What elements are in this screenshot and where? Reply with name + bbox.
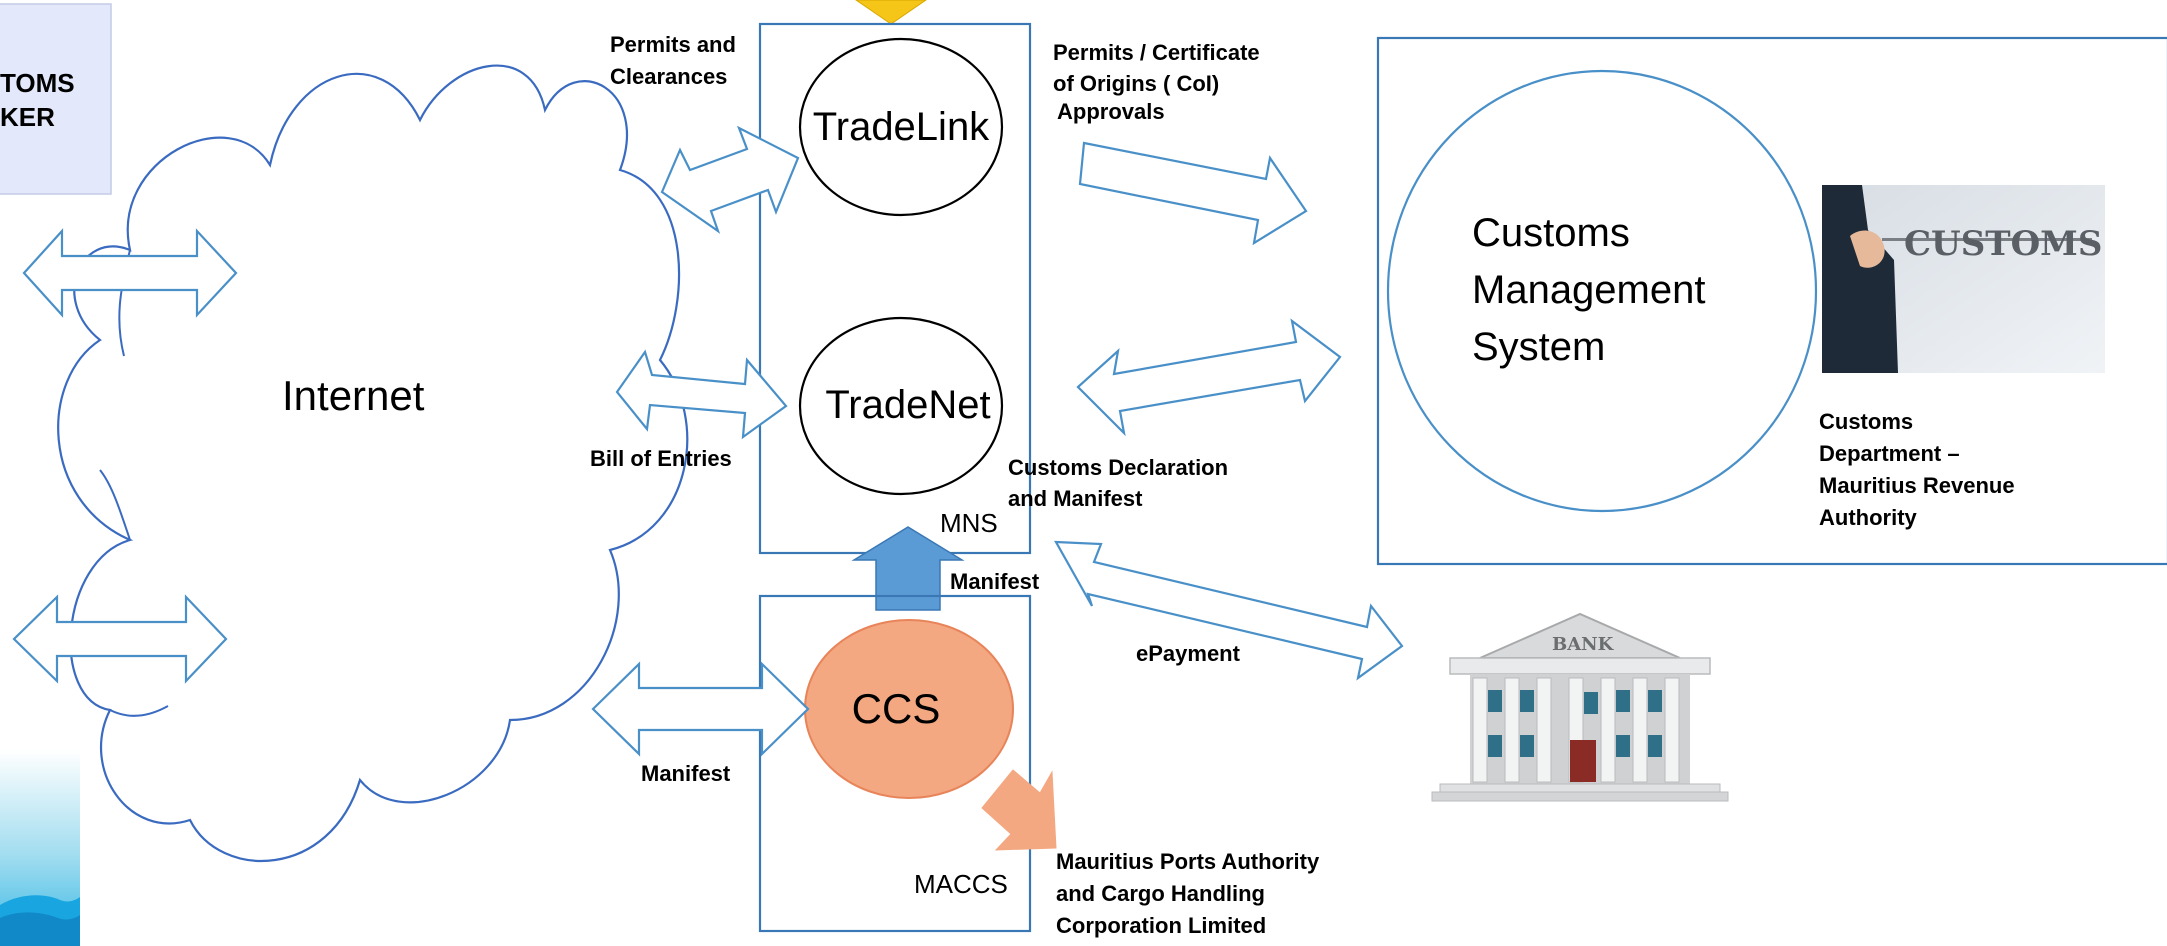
- ports-arrow: [981, 769, 1057, 851]
- wave-decoration: [0, 750, 80, 946]
- manifest-upper-label: Manifest: [950, 569, 1040, 594]
- internet-label: Internet: [282, 372, 425, 419]
- customs-dept-line3: Mauritius Revenue: [1819, 473, 2015, 498]
- customs-dept-line2: Department –: [1819, 441, 1960, 466]
- tradenet-label: TradeNet: [825, 383, 990, 427]
- ccs-manifest-arrow: [591, 661, 810, 757]
- manifest-lower-label: Manifest: [641, 761, 731, 786]
- manifest-up-arrow: [851, 526, 965, 611]
- maccs-label: MACCS: [914, 869, 1008, 899]
- bank-image-word: BANK: [1552, 634, 1615, 655]
- permits-coi-label-line1: Permits / Certificate: [1053, 40, 1260, 65]
- customs-declaration-label-line1: Customs Declaration: [1008, 455, 1228, 480]
- ports-label-line2: and Cargo Handling: [1056, 881, 1265, 906]
- customs-management-system-node: [1386, 69, 1818, 513]
- epayment-arrow: [1054, 540, 1404, 681]
- customs-image-word: CUSTOMS: [1904, 224, 2102, 264]
- left-double-arrow-lower: [12, 594, 228, 684]
- customs-department-box: [1376, 36, 2167, 566]
- bill-of-entries-label: Bill of Entries: [590, 446, 732, 471]
- permits-coi-label-line2: of Origins ( CoI): [1053, 71, 1219, 96]
- permits-clearances-label-line2: Clearances: [610, 64, 727, 89]
- approvals-arrow: [1078, 141, 1308, 246]
- customs-broker-box: TOMS KER: [0, 3, 112, 195]
- cms-label-line2: Management: [1472, 268, 1705, 312]
- customs-declaration-label-line2: and Manifest: [1008, 486, 1143, 511]
- ports-label-line3: Corporation Limited: [1056, 913, 1266, 938]
- tradelink-node: [798, 37, 1004, 217]
- cms-label-line1: Customs: [1472, 211, 1630, 255]
- mns-label: MNS: [940, 508, 998, 538]
- customs-dept-line4: Authority: [1819, 505, 1918, 530]
- cms-label-line3: System: [1472, 325, 1605, 369]
- tradenet-node: [798, 316, 1004, 496]
- maccs-box: [758, 594, 1032, 933]
- tradelink-label: TradeLink: [813, 105, 990, 149]
- customs-declaration-arrow: [1076, 318, 1342, 437]
- ports-label-line1: Mauritius Ports Authority: [1056, 849, 1320, 874]
- internet-cloud: Internet: [57, 64, 689, 862]
- top-incoming-arrow: [855, 0, 927, 25]
- broker-label-line2: KER: [0, 102, 55, 132]
- permits-clearances-label-line1: Permits and: [610, 32, 736, 57]
- epayment-label: ePayment: [1136, 641, 1241, 666]
- customs-dept-line1: Customs: [1819, 409, 1913, 434]
- bank-building-icon: BANK: [1431, 612, 1729, 802]
- left-double-arrow-upper: [22, 228, 238, 318]
- bill-of-entries-arrow: [615, 349, 788, 440]
- permits-clearances-arrow: [660, 125, 800, 234]
- permits-coi-label-line3: Approvals: [1057, 99, 1165, 124]
- customs-photo-icon: CUSTOMS: [1822, 185, 2105, 373]
- ccs-label: CCS: [852, 685, 941, 732]
- broker-label-line1: TOMS: [0, 68, 75, 98]
